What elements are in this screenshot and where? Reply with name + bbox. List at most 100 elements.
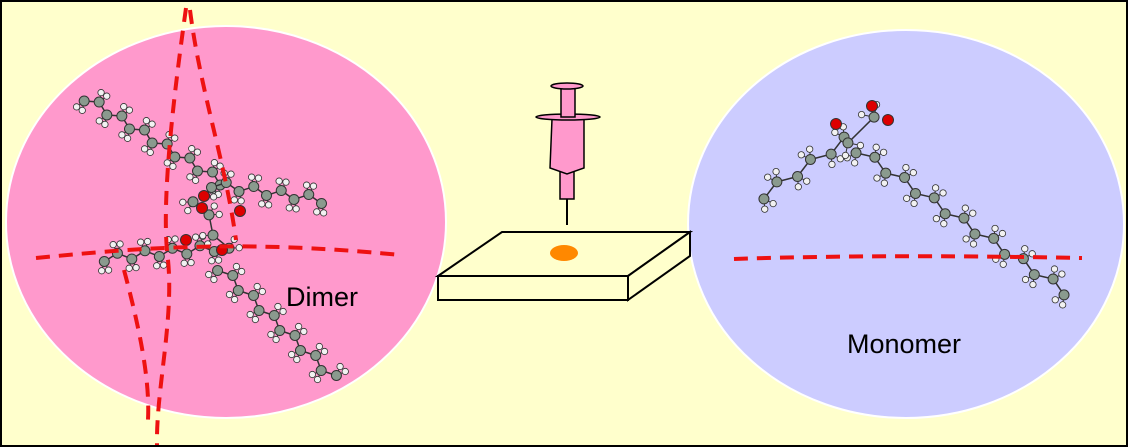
carbon-atom (315, 365, 327, 377)
hydrogen-atom (1051, 296, 1059, 304)
hydrogen-atom (180, 259, 188, 267)
hydrogen-atom (969, 209, 977, 217)
carbon-atom (227, 269, 239, 281)
hydrogen-atom (797, 151, 805, 159)
hydrogen-atom (336, 362, 344, 371)
carbon-atom (253, 305, 265, 317)
carbon-atom (274, 325, 286, 337)
hydrogen-atom (873, 174, 881, 182)
hydrogen-atom (132, 264, 140, 272)
dimer-molecule (72, 89, 349, 384)
carbon-atom (101, 109, 113, 121)
hydrogen-atom (235, 244, 243, 252)
hydrogen-atom (272, 335, 280, 344)
hydrogen-atom (275, 177, 283, 185)
hydrogen-atom (961, 204, 969, 212)
carbon-atom (187, 196, 199, 208)
hydrogen-atom (769, 200, 777, 208)
hydrogen-atom (806, 145, 814, 153)
hydrogen-atom (288, 350, 296, 359)
dimer-chain-upper-short (203, 169, 328, 217)
carbon-atom (758, 193, 770, 205)
hydrogen-atom (293, 355, 301, 364)
hydrogen-atom (163, 159, 171, 167)
hydrogen-atom (148, 120, 156, 128)
carbon-atom (248, 289, 260, 301)
carbon-atom (1047, 273, 1059, 285)
hydrogen-atom (258, 287, 266, 296)
dimer-label: Dimer (286, 282, 358, 312)
carbon-atom (116, 110, 128, 122)
carbon-atom (1058, 289, 1070, 301)
hydrogen-atom (851, 159, 859, 167)
carbon-atom (123, 123, 135, 135)
hydrogen-atom (253, 282, 261, 291)
carbon-atom (146, 137, 158, 149)
hydrogen-atom (227, 170, 235, 178)
oxygen-atom (180, 234, 192, 246)
hydrogen-atom (210, 159, 219, 167)
hydrogen-atom (214, 256, 223, 264)
hydrogen-atom (104, 266, 113, 274)
hydrogen-atom (153, 262, 161, 270)
hydrogen-atom (1050, 265, 1059, 273)
carbon-atom (958, 212, 970, 224)
monomer-label: Monomer (847, 329, 961, 359)
droplet-icon (550, 245, 578, 261)
hydrogen-atom (872, 143, 880, 151)
hydrogen-atom (205, 270, 213, 279)
hydrogen-atom (237, 197, 245, 205)
hydrogen-atom (238, 267, 246, 276)
carbon-atom (203, 209, 215, 221)
carbon-atom (260, 189, 272, 201)
carbon-atom (139, 124, 151, 136)
hydrogen-atom (216, 162, 224, 170)
carbon-atom (191, 165, 203, 177)
carbon-atom (207, 229, 219, 241)
hydrogen-atom (159, 261, 168, 269)
hydrogen-atom (109, 241, 117, 249)
oxygen-atom (196, 202, 208, 214)
hydrogen-atom (267, 330, 275, 339)
carbon-atom (988, 232, 1000, 244)
hydrogen-atom (143, 237, 152, 246)
carbon-atom (205, 181, 217, 193)
hydrogen-atom (1059, 301, 1067, 309)
hydrogen-atom (341, 367, 349, 376)
oxygen-atom (882, 114, 894, 126)
hydrogen-atom (116, 240, 124, 248)
hydrogen-atom (208, 257, 216, 265)
dimer-diagonal-dashed-line (122, 269, 151, 421)
hydrogen-atom (313, 208, 321, 216)
carbon-atom (184, 152, 196, 164)
hydrogen-atom (225, 290, 234, 299)
carbon-atom (268, 309, 280, 321)
hydrogen-atom (903, 194, 911, 202)
hydrogen-atom (248, 173, 256, 181)
hydrogen-atom (184, 206, 192, 215)
carbon-atom (804, 153, 816, 165)
carbon-atom (850, 147, 862, 159)
hydrogen-atom (125, 264, 133, 272)
carbon-atom (771, 176, 783, 188)
monomer-chain-left (758, 123, 850, 213)
hydrogen-atom (315, 342, 323, 351)
hydrogen-atom (279, 307, 287, 316)
carbon-atom (869, 151, 881, 163)
hydrogen-atom (232, 262, 241, 271)
carbon-atom (909, 187, 921, 199)
hydrogen-atom (880, 148, 888, 156)
hydrogen-atom (836, 155, 844, 163)
hydrogen-atom (309, 182, 318, 190)
hydrogen-atom (118, 131, 126, 139)
hydrogen-atom (125, 106, 134, 114)
carbon-atom (842, 137, 854, 149)
hydrogen-atom (251, 315, 259, 324)
hydrogen-atom (292, 205, 300, 213)
hydrogen-atom (187, 259, 195, 267)
dimer-horizontal-dashed-line (35, 244, 401, 260)
hydrogen-atom (265, 201, 273, 209)
hydrogen-atom (1021, 275, 1030, 284)
hydrogen-atom (171, 235, 179, 243)
